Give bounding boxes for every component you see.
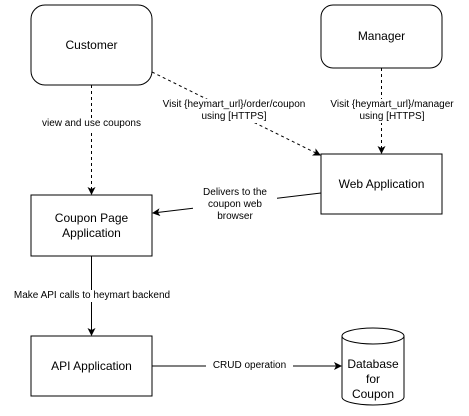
coupon-page-application-node xyxy=(30,194,153,257)
api-application-node xyxy=(30,335,153,397)
edge-label-manager-to-web: Visit {heymart_url}/manager using [HTTPS… xyxy=(318,99,466,123)
edge-customer-to-web xyxy=(151,71,321,156)
customer-node xyxy=(30,4,153,86)
web-application-node xyxy=(320,153,443,215)
edge-label-api-to-db: CRUD operation xyxy=(206,360,293,372)
edge-label-customer-to-coupon: view and use coupons xyxy=(33,118,150,130)
edge-label-coupon-to-api: Make API calls to heymart backend xyxy=(3,290,181,302)
edge-label-web-to-coupon: Delivers to the coupon web browser xyxy=(193,187,277,223)
database-node xyxy=(341,327,405,406)
edge-label-customer-to-web: Visit {heymart_url}/order/coupon using [… xyxy=(150,99,318,123)
manager-node xyxy=(320,4,443,69)
